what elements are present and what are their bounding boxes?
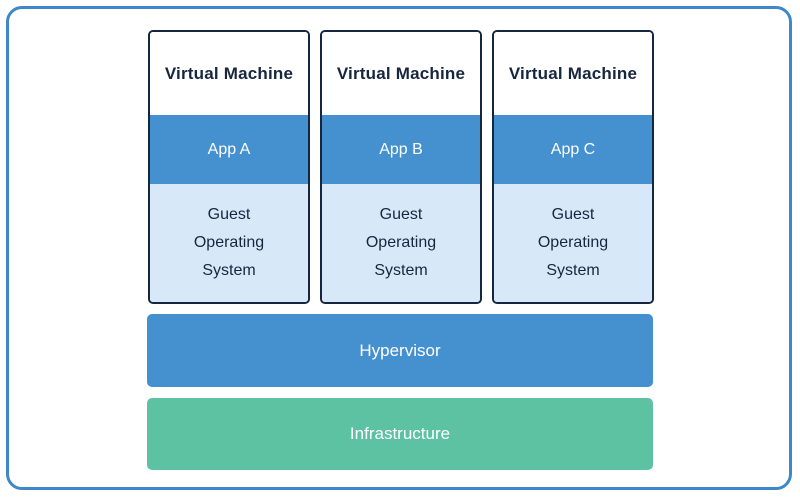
vm-guest-os-label: Guest Operating System	[365, 206, 437, 279]
vm-app-band: App B	[322, 115, 480, 184]
vm-app-band: App A	[150, 115, 308, 184]
infrastructure-label: Infrastructure	[349, 424, 451, 443]
vm-guest-os-label: Guest Operating System	[537, 206, 609, 279]
vm-guest-os-section: Guest Operating System	[150, 184, 308, 302]
vm-title: Virtual Machine	[494, 32, 652, 115]
virtual-machine-box-1: Virtual Machine App A Guest Operating Sy…	[148, 30, 310, 304]
vm-title: Virtual Machine	[150, 32, 308, 115]
vm-guest-os-label: Guest Operating System	[193, 206, 265, 279]
vm-app-band: App C	[494, 115, 652, 184]
hypervisor-label: Hypervisor	[359, 340, 441, 360]
vm-guest-os-section: Guest Operating System	[494, 184, 652, 302]
vm-guest-os-section: Guest Operating System	[322, 184, 480, 302]
infrastructure-layer: Infrastructure	[147, 398, 653, 470]
virtual-machine-box-2: Virtual Machine App B Guest Operating Sy…	[320, 30, 482, 304]
virtual-machine-box-3: Virtual Machine App C Guest Operating Sy…	[492, 30, 654, 304]
hypervisor-layer: Hypervisor	[147, 314, 653, 387]
vm-title: Virtual Machine	[322, 32, 480, 115]
